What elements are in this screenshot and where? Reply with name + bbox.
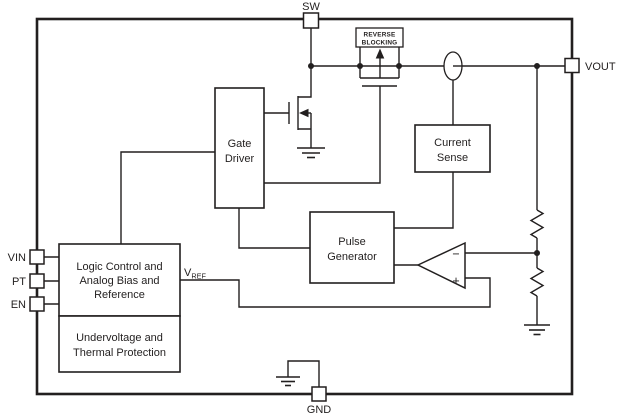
- sw-pin-label: SW: [302, 1, 320, 13]
- wire-logic-to-gatedriver: [120, 151, 215, 244]
- logic-control-label-1: Logic Control and: [76, 261, 162, 273]
- wire-pmos-gate: [264, 86, 381, 184]
- junction-dot: [534, 63, 540, 69]
- comparator-plus-sign: +: [452, 274, 459, 288]
- gnd-pin-label: GND: [307, 404, 332, 415]
- feedback-resistor-top: [529, 209, 545, 239]
- gate-driver-block: Gate Driver: [214, 87, 265, 209]
- feedback-resistor-bottom: [529, 267, 545, 297]
- protection-label-2: Thermal Protection: [73, 347, 166, 359]
- protection-block: Undervoltage and Thermal Protection: [58, 315, 181, 373]
- nmos-transistor: [288, 96, 311, 130]
- gnd-pin-ground-symbol: [276, 376, 300, 387]
- pt-pin: PT: [12, 273, 45, 289]
- junction-dot: [308, 63, 314, 69]
- gate-driver-label-1: Gate: [228, 138, 252, 150]
- reverse-blocking-label-2: BLOCKING: [362, 40, 398, 47]
- junction-dot: [396, 63, 402, 69]
- wire-gatedriver-to-pulsegen: [238, 208, 310, 249]
- wire-gnd-pin: [287, 360, 320, 387]
- wire-nmos-source: [298, 113, 312, 148]
- vref-label: VREF: [184, 267, 206, 281]
- current-sense-label-1: Current: [434, 137, 471, 149]
- current-sense-label-2: Sense: [437, 152, 468, 164]
- pulse-generator-label-2: Generator: [327, 251, 377, 263]
- vin-pin: VIN: [8, 249, 45, 265]
- gnd-pin: GND: [307, 386, 332, 415]
- wire-nmos-drain: [298, 66, 312, 98]
- wire-vref: [180, 277, 491, 308]
- wire-left-pins: [44, 256, 59, 305]
- divider-ground-symbol: [524, 324, 550, 336]
- vout-pin: VOUT: [564, 57, 616, 74]
- vout-pin-label: VOUT: [585, 61, 616, 73]
- pulse-generator-label-1: Pulse: [338, 236, 366, 248]
- sw-pin: SW: [302, 1, 320, 29]
- current-sense-block: Current Sense: [414, 124, 491, 173]
- pulse-generator-block: Pulse Generator: [309, 211, 395, 284]
- wire-current-sense-out: [394, 172, 454, 229]
- pmos-body-arrow: [375, 48, 385, 59]
- en-pin: EN: [11, 296, 45, 312]
- nmos-ground-symbol: [297, 147, 325, 159]
- comparator: − +: [416, 241, 466, 290]
- logic-control-block: Logic Control and Analog Bias and Refere…: [58, 243, 181, 317]
- wires: [44, 28, 565, 387]
- junction-dot: [534, 250, 540, 256]
- reverse-blocking-block: REVERSE BLOCKING: [355, 27, 404, 48]
- gate-driver-label-2: Driver: [225, 153, 255, 165]
- junction-dot: [357, 63, 363, 69]
- reverse-blocking-label-1: REVERSE: [364, 32, 396, 39]
- junction-dots: [308, 63, 540, 256]
- comparator-minus-sign: −: [452, 247, 459, 261]
- pmos-transistor: [360, 48, 399, 87]
- vin-pin-label: VIN: [8, 252, 26, 264]
- en-pin-label: EN: [11, 299, 26, 311]
- pt-pin-label: PT: [12, 276, 26, 288]
- wire-reverse-blocking-leads: [359, 47, 400, 66]
- logic-control-label-2: Analog Bias and: [79, 275, 159, 287]
- logic-control-label-3: Reference: [94, 289, 145, 301]
- protection-label-1: Undervoltage and: [76, 332, 163, 344]
- nmos-body-arrow: [299, 108, 309, 118]
